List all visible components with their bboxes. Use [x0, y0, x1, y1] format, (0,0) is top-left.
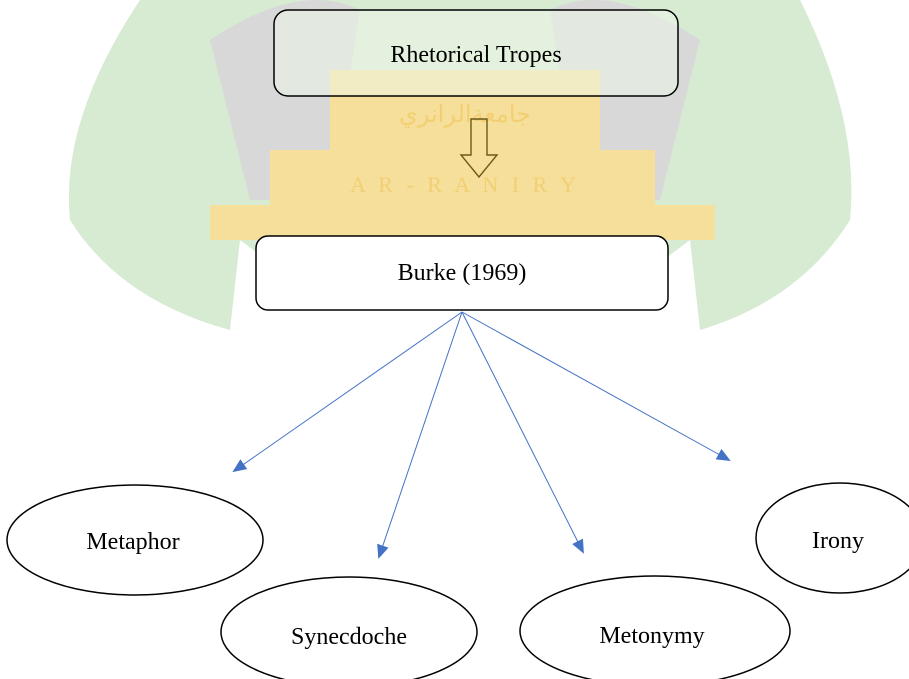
watermark-latin-text: A R - R A N I R Y [350, 172, 580, 197]
source-node-box [255, 235, 669, 311]
trope-node-metonymy: Metonymy [519, 575, 791, 679]
arrow-to-metonymy [461, 311, 584, 554]
root-node-box [273, 9, 679, 97]
trope-label: Metonymy [599, 623, 704, 649]
trope-ellipse [6, 484, 264, 596]
trope-node-irony: Irony [755, 482, 909, 594]
trope-label: Metaphor [86, 529, 179, 555]
arrow-to-irony [461, 311, 731, 461]
root-node-label: Rhetorical Tropes [390, 42, 561, 68]
arrow-to-metaphor [232, 311, 463, 473]
trope-node-synecdoche: Synecdoche [220, 576, 478, 679]
root-node: Rhetorical Tropes [273, 9, 679, 97]
hollow-down-arrow-icon [459, 118, 499, 179]
watermark-arabic-text: جامعةالرانري [399, 102, 531, 128]
source-node: Burke (1969) [255, 235, 669, 311]
trope-label: Irony [812, 528, 864, 554]
arrow-to-synecdoche [377, 311, 463, 559]
trope-label: Synecdoche [291, 624, 407, 650]
trope-ellipse [519, 575, 791, 679]
branch-arrows [232, 311, 731, 559]
source-node-label: Burke (1969) [398, 260, 527, 286]
trope-ellipse [755, 482, 909, 594]
trope-node-metaphor: Metaphor [6, 484, 264, 596]
trope-ellipse [220, 576, 478, 679]
